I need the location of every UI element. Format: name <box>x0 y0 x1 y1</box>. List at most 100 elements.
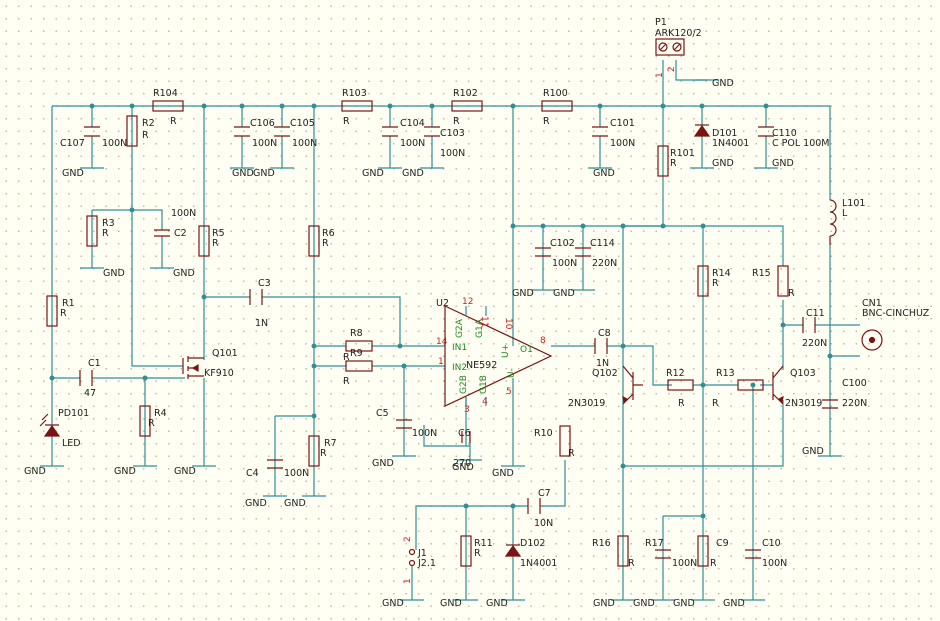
label-p1-val: ARK120/2 <box>655 28 702 39</box>
label-r2-ref: R2 <box>142 118 155 129</box>
label-c110-val: C POL 100M <box>772 138 830 149</box>
label-r4-val: R <box>148 418 155 429</box>
label-q101-ref: Q101 <box>212 348 238 359</box>
label-q101-val: KF910 <box>204 368 234 379</box>
pin-number: 1 <box>438 357 444 367</box>
gnd-label: GND <box>62 168 84 179</box>
junctions <box>49 103 833 519</box>
label-r5-val: R <box>212 238 219 249</box>
inductor-symbol <box>829 199 837 245</box>
label-c102-val: 100N <box>552 258 577 269</box>
pin-number: 3 <box>464 405 470 415</box>
label-c107-val: 100N <box>102 138 127 149</box>
label-r17-ref: R17 <box>645 538 664 549</box>
pin-number: 4 <box>482 397 488 407</box>
label-c110-ref: C110 <box>772 128 797 139</box>
label-r100-ref: R100 <box>543 88 568 99</box>
label-r10-val: R <box>568 448 575 459</box>
label-c4-ref: C4 <box>246 468 259 479</box>
gnd-label: GND <box>245 498 267 509</box>
label-c103-ref: C103 <box>440 128 465 139</box>
pin-number: 14 <box>436 337 448 347</box>
label-r7-ref: R7 <box>324 438 337 449</box>
label-q103-val: 2N3019 <box>785 398 822 409</box>
label-r15-ref: R15 <box>752 268 771 279</box>
gnd-label: GND <box>772 158 794 169</box>
gnd-label: GND <box>173 268 195 279</box>
label-r103-ref: R103 <box>342 88 367 99</box>
gnd-label: GND <box>633 598 655 609</box>
label-l101-val: L <box>842 208 848 219</box>
label-c1-val: 47 <box>84 388 96 399</box>
label-c102-ref: C102 <box>550 238 575 249</box>
j1-pin-number: 2 <box>403 536 413 542</box>
pin-number: 11 <box>479 316 489 327</box>
gnd-label: GND <box>232 168 254 179</box>
resistor-symbols <box>46 100 789 567</box>
label-c103-val: 100N <box>440 148 465 159</box>
opamp-u2 <box>444 305 553 407</box>
label-l101-ref: L101 <box>842 198 865 209</box>
gnd-symbols <box>40 79 842 601</box>
pin-name: G1A <box>475 318 485 338</box>
gnd-label: GND <box>174 466 196 477</box>
bjt-q103 <box>772 365 784 405</box>
label-r101-val: R <box>670 158 677 169</box>
label-c107-ref: C107 <box>60 138 85 149</box>
label-c11-ref: C11 <box>806 308 825 319</box>
pin-name: U- <box>507 368 517 378</box>
pin-name: G1B <box>479 375 489 394</box>
label-r16-ref: R16 <box>592 538 611 549</box>
pin-number: 8 <box>540 336 546 346</box>
gnd-label: GND <box>492 468 514 479</box>
label-c1-ref: C1 <box>88 358 101 369</box>
label-q102-val: 2N3019 <box>568 398 605 409</box>
gnd-label: GND <box>402 168 424 179</box>
label-cn1-val: BNC-CINCHUZ <box>862 308 930 319</box>
gnd-label: GND <box>593 168 615 179</box>
gnd-label: GND <box>362 168 384 179</box>
gnd-label: GND <box>440 598 462 609</box>
label-c104-val: 100N <box>400 138 425 149</box>
label-r5-ref: R5 <box>212 228 225 239</box>
gnd-label: GND <box>673 598 695 609</box>
gnd-label: GND <box>712 78 734 89</box>
label-r7-val: R <box>320 448 327 459</box>
pin-number: 5 <box>506 387 512 397</box>
label-r2-val: R <box>142 130 149 141</box>
label-c106-val: 100N <box>252 138 277 149</box>
label-c10-ref: C10 <box>762 538 781 549</box>
label-c11-val: 220N <box>802 338 827 349</box>
gnd-label: GND <box>372 458 394 469</box>
label-d101-ref: D101 <box>712 128 737 139</box>
label-r1-ref: R1 <box>62 298 75 309</box>
label-u2-ref: U2 <box>436 298 449 309</box>
gnd-label: GND <box>512 288 534 299</box>
label-r16-val: R <box>628 558 635 569</box>
label-c100-ref: C100 <box>842 378 867 389</box>
label-c3-val: 1N <box>255 318 268 329</box>
label-r3-val: R <box>102 228 109 239</box>
label-c10-val: 100N <box>762 558 787 569</box>
pin-name: U+ <box>501 344 511 358</box>
label-d102-ref: D102 <box>520 538 545 549</box>
pin-name: O1 <box>520 345 533 355</box>
label-r8-val: R <box>343 352 350 363</box>
label-c114-val: 220N <box>592 258 617 269</box>
label-r6-ref: R6 <box>322 228 335 239</box>
pin-name: IN2 <box>452 363 467 373</box>
label-r9-ref: R9 <box>350 348 363 359</box>
ic-pin-labels: 14 1 12 11 3 4 10 8 5 IN1 IN2 G2A G1A G2… <box>403 66 677 584</box>
label-r100-val: R <box>543 116 550 127</box>
label-r8-ref: R8 <box>350 328 363 339</box>
label-c4-val: 100N <box>284 468 309 479</box>
label-r9-val: R <box>343 376 350 387</box>
capacitor-symbols <box>79 126 838 559</box>
gnd-label: GND <box>712 158 734 169</box>
label-u2-val: NE592 <box>466 360 497 371</box>
label-c8-val: 1N <box>596 358 609 369</box>
gnd-label: GND <box>723 598 745 609</box>
label-c100-val: 220N <box>842 398 867 409</box>
gnd-label: GND <box>114 466 136 477</box>
